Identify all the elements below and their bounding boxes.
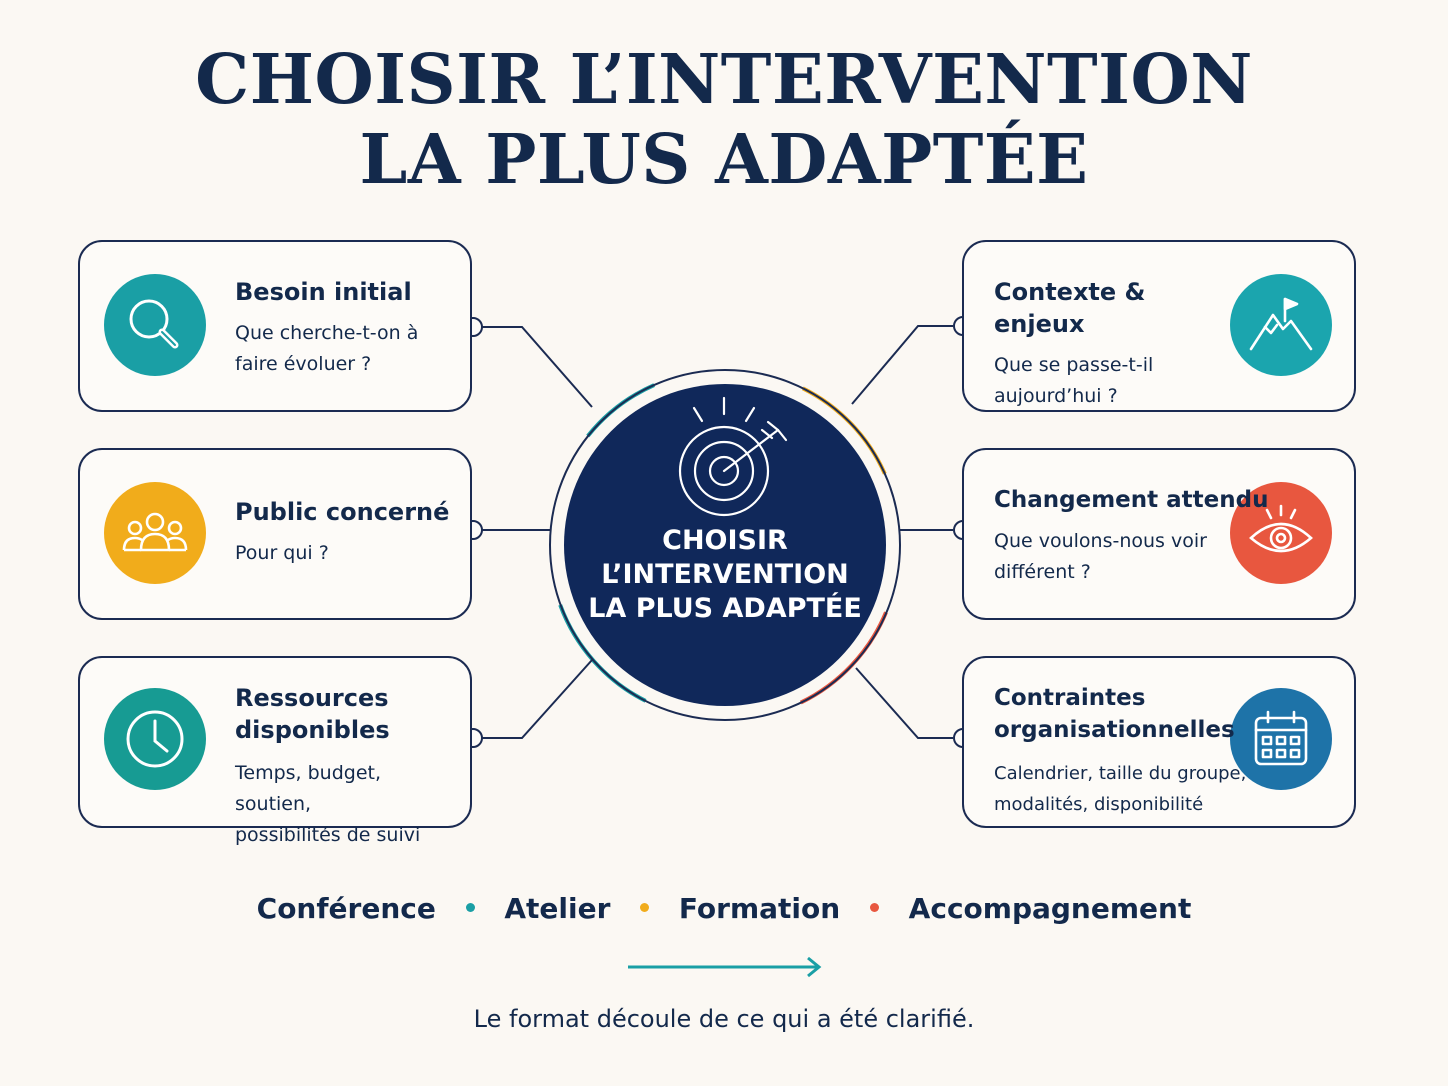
center-label: CHOISIR L’INTERVENTION LA PLUS ADAPTÉE [564, 524, 886, 626]
eye-icon [1249, 504, 1313, 553]
format-atelier: Atelier [504, 892, 611, 925]
card-ressources-circle [104, 688, 206, 790]
connector-contexte [851, 325, 953, 405]
card-besoin-initial: Besoin initial Que cherche-t-on à faire … [78, 240, 472, 412]
card-changement-line-1: Que voulons-nous voir [994, 530, 1207, 552]
mountain-flag-icon [1249, 297, 1313, 351]
magnifier-icon [129, 299, 179, 349]
card-ressources-line-1: Temps, budget, soutien, [235, 762, 382, 815]
format-formation: Formation [678, 892, 841, 925]
format-separator-dot-3 [869, 902, 879, 912]
card-besoin-title: Besoin initial [235, 278, 412, 306]
card-changement-circle [1230, 482, 1332, 584]
page-title-line-2: LA PLUS ADAPTÉE [359, 120, 1089, 200]
card-contraintes-line-1: Calendrier, taille du groupe, [994, 763, 1247, 784]
target-arrow-icon [678, 396, 788, 517]
card-contraintes-title: Contraintes organisationnelles [994, 682, 1235, 746]
card-public-line-1: Pour qui ? [235, 542, 329, 564]
card-besoin-line-2: faire évoluer ? [235, 353, 372, 375]
card-contexte-enjeux: Contexte & enjeux Que se passe-t-il aujo… [962, 240, 1356, 412]
card-public-concerne: Public concerné Pour qui ? [78, 448, 472, 620]
card-contraintes-circle [1230, 688, 1332, 790]
arrow-head [807, 956, 822, 978]
hub-ring [549, 369, 901, 721]
connector-besoin [482, 326, 593, 408]
card-ressources-disponibles: Ressources disponibles Temps, budget, so… [78, 656, 472, 846]
calendar-icon [1254, 710, 1308, 766]
connector-ressources [482, 659, 593, 739]
card-changement-line-2: différent ? [994, 561, 1091, 583]
page-title-line-1: CHOISIR L’INTERVENTION [195, 40, 1253, 120]
card-public-circle [104, 482, 206, 584]
format-options: Conférence Atelier Formation Accompagnem… [0, 892, 1448, 925]
caption: Le format découle de ce qui a été clarif… [473, 1005, 975, 1033]
card-contexte-circle [1230, 274, 1332, 376]
center-label-line-3: LA PLUS ADAPTÉE [588, 593, 862, 624]
card-contexte-line-1: Que se passe-t-il [994, 354, 1154, 376]
card-ressources-title-line-1: Ressources [235, 684, 389, 712]
page-title: CHOISIR L’INTERVENTION LA PLUS ADAPTÉE [0, 40, 1448, 200]
card-contexte-title: Contexte & enjeux [994, 278, 1146, 338]
card-changement-attendu: Changement attendu Que voulons-nous voir… [962, 448, 1356, 620]
card-contraintes-organisationnelles: Contraintes organisationnelles Calendrie… [962, 656, 1356, 828]
center-label-line-1: CHOISIR [662, 525, 788, 556]
card-contraintes-line-2: modalités, disponibilité [994, 794, 1204, 815]
center-hub: CHOISIR L’INTERVENTION LA PLUS ADAPTÉE [564, 384, 886, 706]
center-label-line-2: L’INTERVENTION [601, 559, 849, 590]
card-contraintes-title-line-2: organisationnelles [994, 717, 1235, 743]
clock-icon [126, 710, 184, 768]
card-ressources-title: Ressources disponibles [235, 682, 460, 746]
card-contexte-line-2: aujourd’hui ? [994, 385, 1118, 407]
card-changement-title: Changement attendu [994, 487, 1269, 513]
format-separator-dot-2 [640, 902, 650, 912]
people-icon [122, 512, 188, 552]
card-contraintes-title-line-1: Contraintes [994, 685, 1146, 711]
connector-contraintes [855, 667, 953, 739]
card-public-title: Public concerné [235, 498, 450, 526]
card-ressources-line-2: possibilités de suivi [235, 824, 421, 846]
format-conference: Conférence [256, 892, 436, 925]
format-separator-dot-1 [465, 902, 475, 912]
card-besoin-circle [104, 274, 206, 376]
card-ressources-title-line-2: disponibles [235, 716, 390, 744]
format-accompagnement: Accompagnement [908, 892, 1192, 925]
card-besoin-line-1: Que cherche-t-on à [235, 322, 419, 344]
